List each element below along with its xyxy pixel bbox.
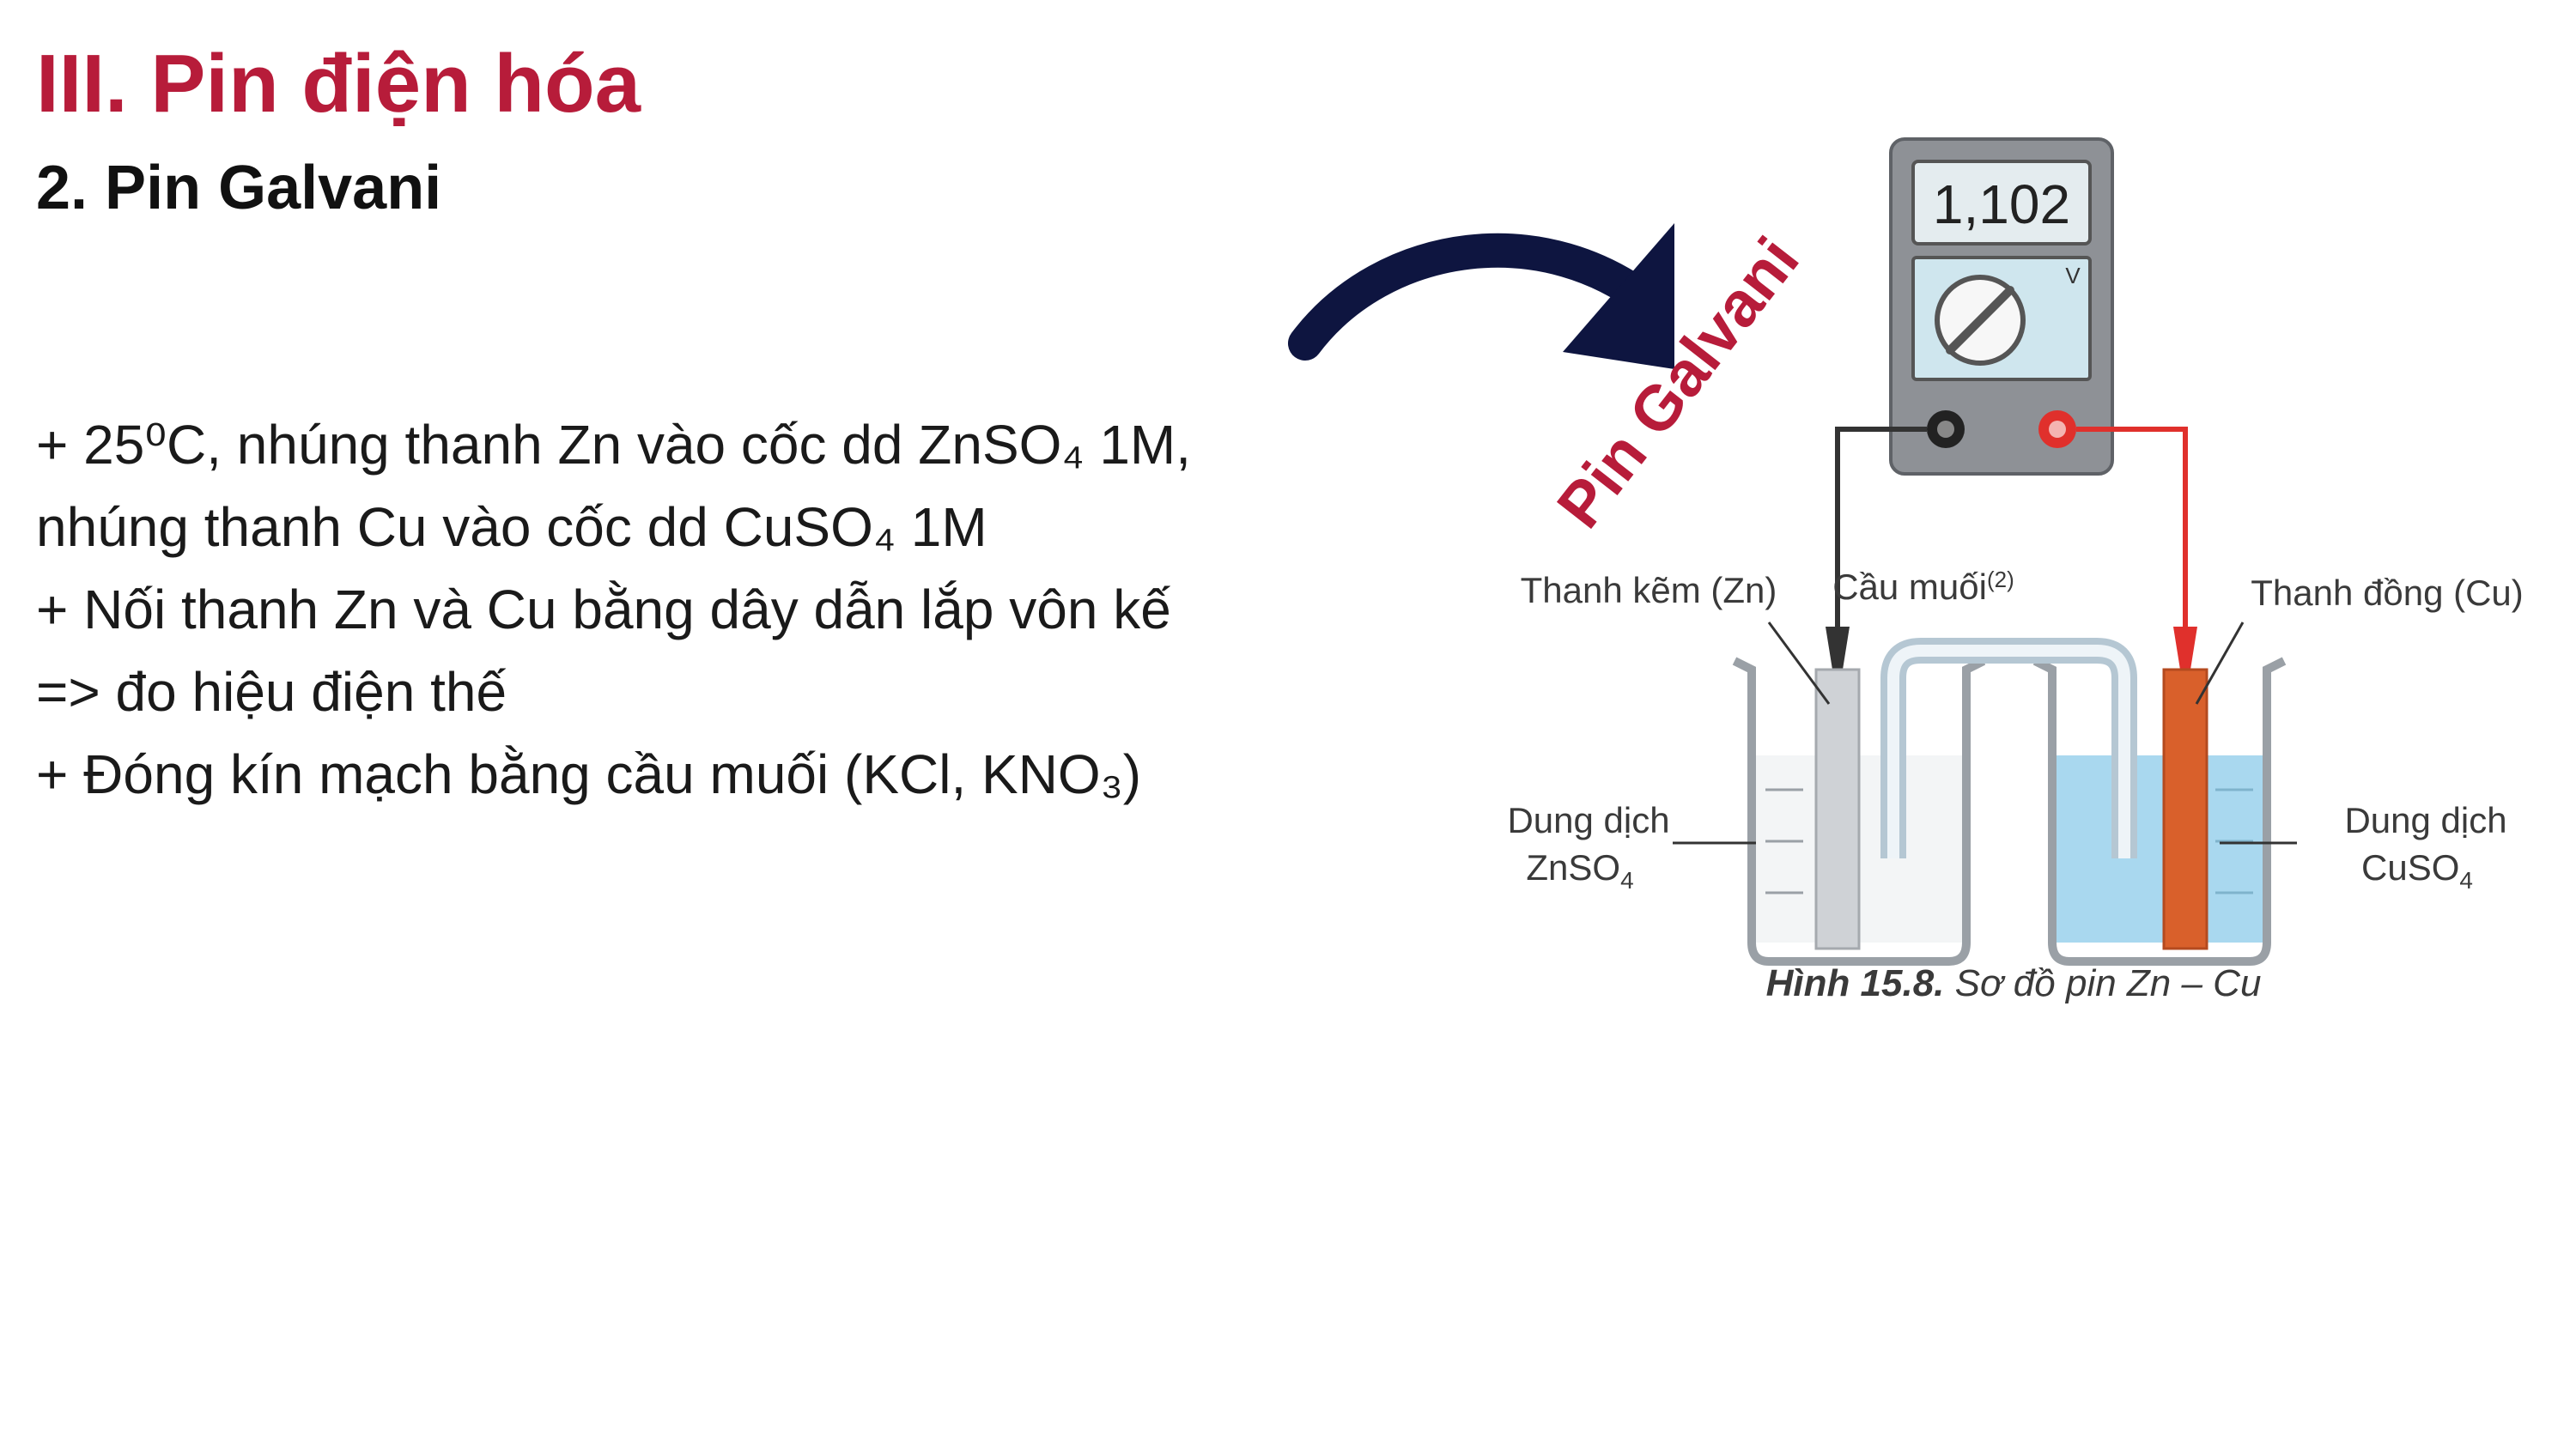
salt-bridge-label: Cầu muối: [1832, 567, 1987, 607]
copper-rod: [2162, 668, 2208, 950]
curved-arrow-icon: [1288, 223, 1674, 369]
voltmeter: 1,102 V: [1889, 137, 2114, 476]
zinc-rod-label: Thanh kẽm (Zn): [1521, 570, 1777, 610]
slide-subheading: 2. Pin Galvani: [36, 154, 442, 222]
dial-icon: [1935, 275, 2026, 366]
left-solution-label: Dung dịch: [1507, 800, 1669, 840]
red-wire: [2076, 427, 2188, 631]
bullet-line-3: + Nối thanh Zn và Cu bằng dây dẫn lắp vô…: [36, 579, 1171, 640]
black-terminal-icon: [1927, 410, 1965, 448]
right-solution-formula: CuSO: [2361, 847, 2459, 888]
copper-rod-label: Thanh đồng (Cu): [2251, 573, 2524, 613]
salt-bridge-label-group: Cầu muối(2): [1832, 567, 2014, 607]
voltmeter-reading: 1,102: [1933, 173, 2070, 235]
zinc-rod: [1814, 668, 1861, 950]
galvanic-cell-diagram: Pin Galvani 1,102 V: [1288, 120, 2542, 1013]
voltmeter-unit: V: [2065, 263, 2081, 288]
galvanic-cell-svg: Pin Galvani 1,102 V: [1288, 137, 2524, 1004]
bullet-line-5: + Đóng kín mạch bằng cầu muối (KCl, KNO₃…: [36, 743, 1142, 805]
left-solution-formula-group: ZnSO4: [1526, 847, 1633, 894]
figure-caption: Hình 15.8. Sơ đồ pin Zn – Cu: [1766, 962, 2262, 1004]
right-beaker: [2032, 657, 2287, 966]
bullet-line-1: + 25⁰C, nhúng thanh Zn vào cốc dd ZnSO₄ …: [36, 414, 1191, 476]
black-wire: [1835, 427, 1927, 635]
left-solution-subscript: 4: [1620, 867, 1634, 894]
bullet-list: + 25⁰C, nhúng thanh Zn vào cốc dd ZnSO₄ …: [36, 403, 1341, 815]
salt-bridge-note: (2): [1987, 567, 2014, 592]
red-terminal-icon: [2038, 410, 2076, 448]
right-solution-subscript: 4: [2459, 867, 2473, 894]
black-probe: [1826, 627, 1850, 670]
slide-heading: III. Pin điện hóa: [36, 38, 641, 130]
figure-caption-text: Sơ đồ pin Zn – Cu: [1944, 962, 2261, 1004]
bullet-line-4: => đo hiệu điện thế: [36, 661, 507, 723]
red-probe: [2173, 627, 2197, 670]
left-solution-formula: ZnSO: [1526, 847, 1620, 888]
right-solution-formula-group: CuSO4: [2361, 847, 2473, 894]
figure-caption-bold: Hình 15.8.: [1766, 962, 1945, 1004]
bullet-line-2: nhúng thanh Cu vào cốc dd CuSO₄ 1M: [36, 496, 987, 558]
right-solution-label: Dung dịch: [2344, 800, 2506, 840]
